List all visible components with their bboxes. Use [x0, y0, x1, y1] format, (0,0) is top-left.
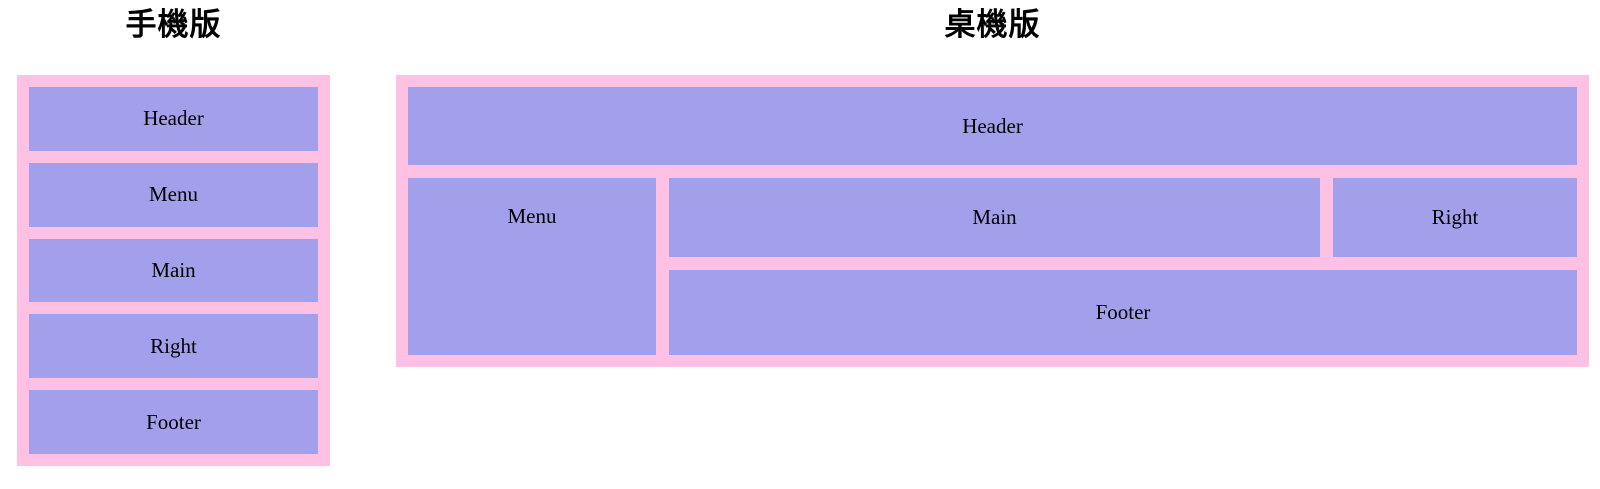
- mobile-footer-box: Footer: [29, 390, 318, 454]
- mobile-header-box: Header: [29, 87, 318, 151]
- mobile-main-box: Main: [29, 238, 318, 303]
- desktop-layout-container: Header Menu Main Right Footer: [396, 75, 1589, 367]
- desktop-main-box: Main: [669, 178, 1320, 257]
- desktop-menu-box: Menu: [408, 178, 656, 355]
- desktop-right-box: Right: [1333, 178, 1577, 257]
- desktop-footer-box: Footer: [669, 270, 1577, 355]
- desktop-section-title: 桌機版: [944, 7, 1041, 42]
- mobile-right-box: Right: [29, 314, 318, 379]
- mobile-layout-container: Header Menu Main Right Footer: [17, 75, 330, 466]
- mobile-menu-box: Menu: [29, 162, 318, 227]
- mobile-section-title: 手機版: [125, 7, 222, 42]
- desktop-header-box: Header: [408, 87, 1577, 165]
